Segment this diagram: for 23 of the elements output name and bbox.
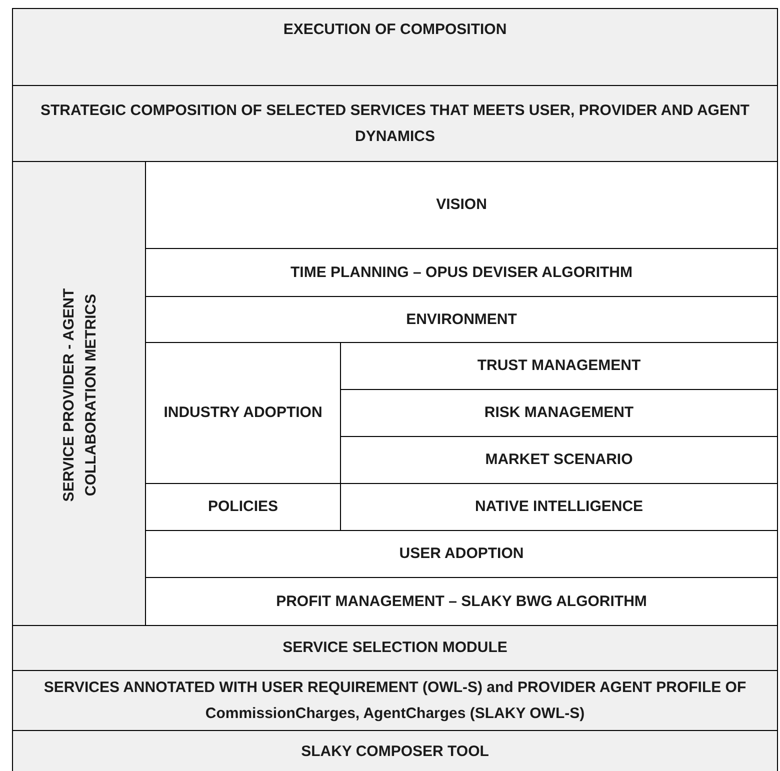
layer-label: VISION — [435, 195, 488, 215]
layer-label: STRATEGIC COMPOSITION OF SELECTED SERVICES THAT MEETS USER, PROVIDER AND AGENT DYNAMICS — [40, 100, 750, 146]
layer-label: MARKET SCENARIO — [484, 450, 634, 470]
layer-box — [12, 670, 778, 731]
layer-box — [12, 625, 778, 671]
layer-box — [12, 85, 778, 162]
layer-label: INDUSTRY ADOPTION — [162, 403, 324, 423]
layer-label: NATIVE INTELLIGENCE — [474, 497, 644, 517]
layer-label: USER ADOPTION — [398, 544, 525, 564]
layer-label: SERVICES ANNOTATED WITH USER REQUIREMENT (OWL-S) and PROVIDER AGENT PROFILE OF CommissionCharges, AgentCharges (SLAKY OWL-S) — [42, 678, 748, 724]
layer-label: EXECUTION OF COMPOSITION — [282, 20, 508, 40]
layer-box — [12, 8, 778, 86]
layer-label: RISK MANAGEMENT — [483, 403, 635, 423]
layer-label: TIME PLANNING – OPUS DEVISER ALGORITHM — [290, 262, 634, 282]
layer-label: SERVICE PROVIDER - AGENT COLLABORATION METRICS — [59, 286, 100, 504]
layer-label: PROFIT MANAGEMENT – SLAKY BWG ALGORITHM — [275, 592, 648, 612]
layer-label: SLAKY COMPOSER TOOL — [300, 742, 490, 762]
layer-box — [12, 730, 778, 771]
layer-label: SERVICE SELECTION MODULE — [282, 638, 508, 658]
layer-label: ENVIRONMENT — [405, 310, 518, 330]
layer-label: TRUST MANAGEMENT — [476, 356, 642, 376]
layer-box — [12, 161, 146, 626]
layer-label: POLICIES — [206, 497, 279, 517]
